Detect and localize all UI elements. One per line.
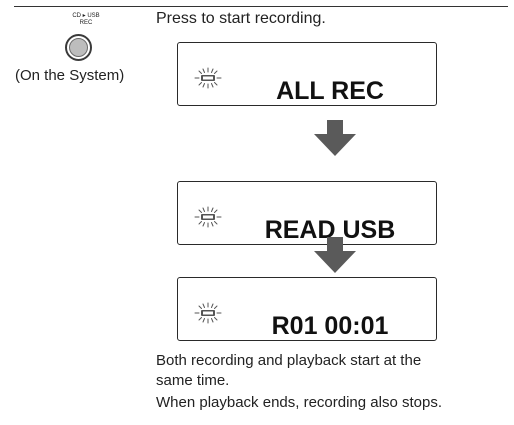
display-panel-track-time: R01 00:01 [177,277,437,341]
cd-usb-rec-button-icon[interactable] [65,34,92,61]
display-text-1: ALL REC [276,77,384,105]
note-line-2: same time. [156,372,230,389]
button-caption-line1: CD ▸ USB [72,13,100,19]
down-arrow-icon [314,120,356,156]
down-arrow-icon [314,237,356,273]
top-rule [14,6,508,7]
note-line-3: When playback ends, recording also stops… [156,394,442,411]
button-location-label: (On the System) [15,67,125,84]
display-panel-all-rec: ALL REC [177,42,437,106]
note-line-1: Both recording and playback start at the [156,352,422,369]
flashing-rec-indicator-icon [194,302,222,324]
display-panel-read-usb: READ USB [177,181,437,245]
flashing-rec-indicator-icon [194,206,222,228]
button-caption-line2: REC [79,20,93,26]
flashing-rec-indicator-icon [194,67,222,89]
display-text-3: R01 00:01 [271,312,389,340]
instruction-text: Press to start recording. [156,10,326,27]
button-caption: CD ▸ USB REC [54,13,118,27]
